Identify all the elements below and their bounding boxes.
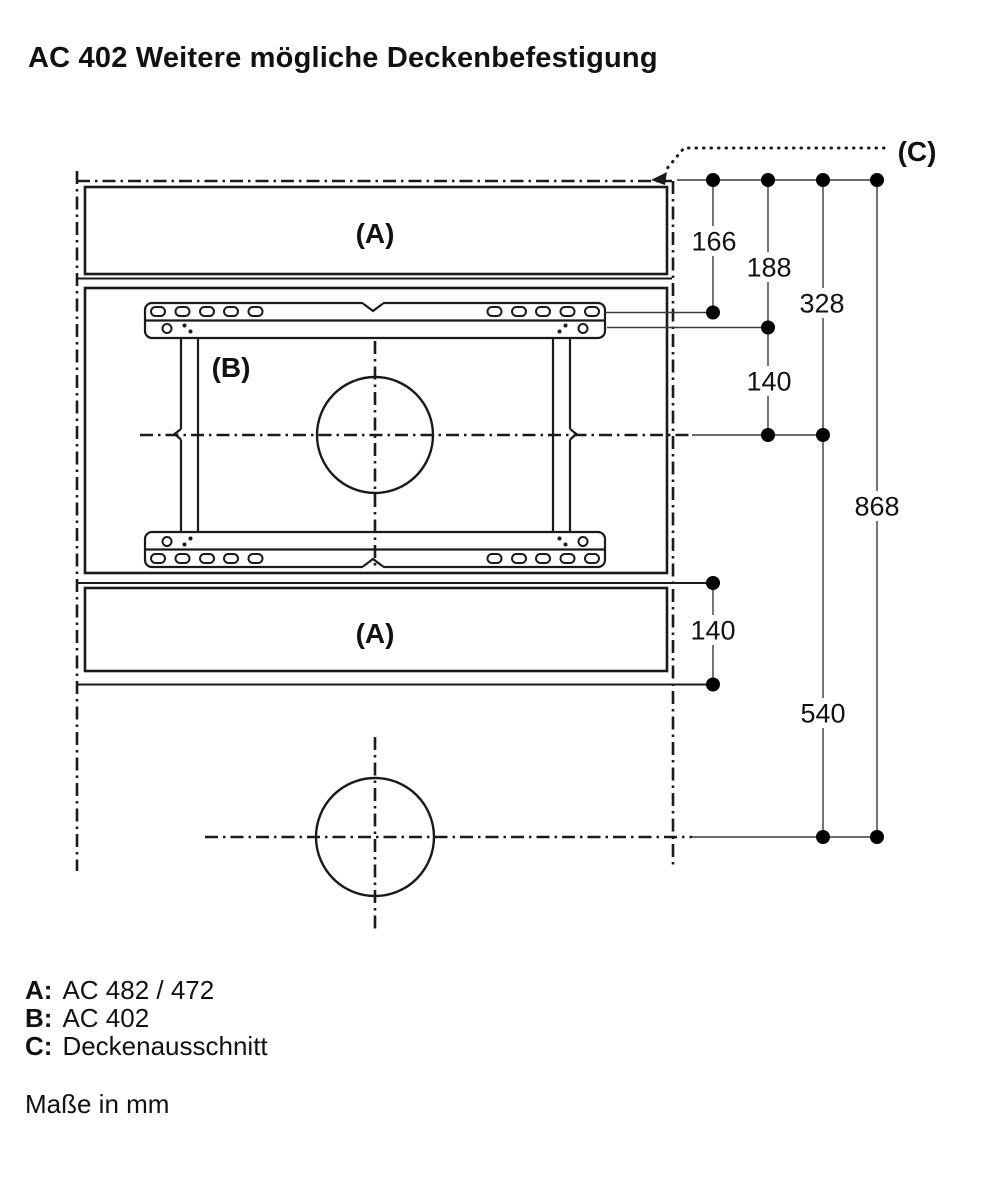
legend: A: AC 482 / 472 B: AC 402 C: Deckenausschni… xyxy=(25,976,268,1060)
unit-a-bottom xyxy=(78,582,713,686)
dimension-dots xyxy=(706,173,884,844)
leader-arrow-icon xyxy=(651,172,667,185)
label-b: (B) xyxy=(212,352,251,383)
legend-item-c: C: Deckenausschnitt xyxy=(25,1032,268,1060)
legend-key-a: A: xyxy=(25,975,53,1005)
legend-key-c: C: xyxy=(25,1031,53,1061)
center-lines xyxy=(140,341,692,932)
flue-circle-bottom xyxy=(314,776,436,898)
dim-328: 328 xyxy=(799,289,844,319)
dimension-label-masks xyxy=(688,226,902,728)
dimension-labels: 166 188 328 140 868 140 540 xyxy=(690,227,899,729)
slot-holes-top xyxy=(150,306,600,334)
dim-188: 188 xyxy=(746,253,791,283)
flue-circle-top xyxy=(315,375,435,495)
units-note: Maße in mm xyxy=(25,1089,170,1119)
dim-868: 868 xyxy=(854,492,899,522)
c-label-leader xyxy=(651,146,886,185)
legend-item-b: B: AC 402 xyxy=(25,1004,268,1032)
label-a-top: (A) xyxy=(356,218,395,249)
legend-key-b: B: xyxy=(25,1003,53,1033)
slot-holes-bottom xyxy=(150,536,600,564)
dim-166: 166 xyxy=(691,227,736,257)
dim-540: 540 xyxy=(800,699,845,729)
label-c: (C) xyxy=(898,136,937,167)
unit-b-field xyxy=(83,286,669,575)
legend-value-a: AC 482 / 472 xyxy=(62,975,215,1005)
part-labels: (A) (B) (A) (C) xyxy=(212,136,937,649)
legend-value-b: AC 402 xyxy=(62,1003,150,1033)
dim-140-top: 140 xyxy=(746,367,791,397)
pilot-dots-bottom xyxy=(182,536,568,547)
legend-value-c: Deckenausschnitt xyxy=(62,1031,268,1061)
unit-a-top xyxy=(78,185,672,280)
ceiling-cutout-outline xyxy=(75,171,675,871)
page-title: AC 402 Weitere mögliche Deckenbefestigun… xyxy=(28,42,658,74)
pilot-dots-top xyxy=(182,323,568,334)
dim-140-bottom: 140 xyxy=(690,616,735,646)
label-a-bottom: (A) xyxy=(356,618,395,649)
legend-item-a: A: AC 482 / 472 xyxy=(25,976,268,1004)
bracket-bar-top xyxy=(143,300,607,340)
